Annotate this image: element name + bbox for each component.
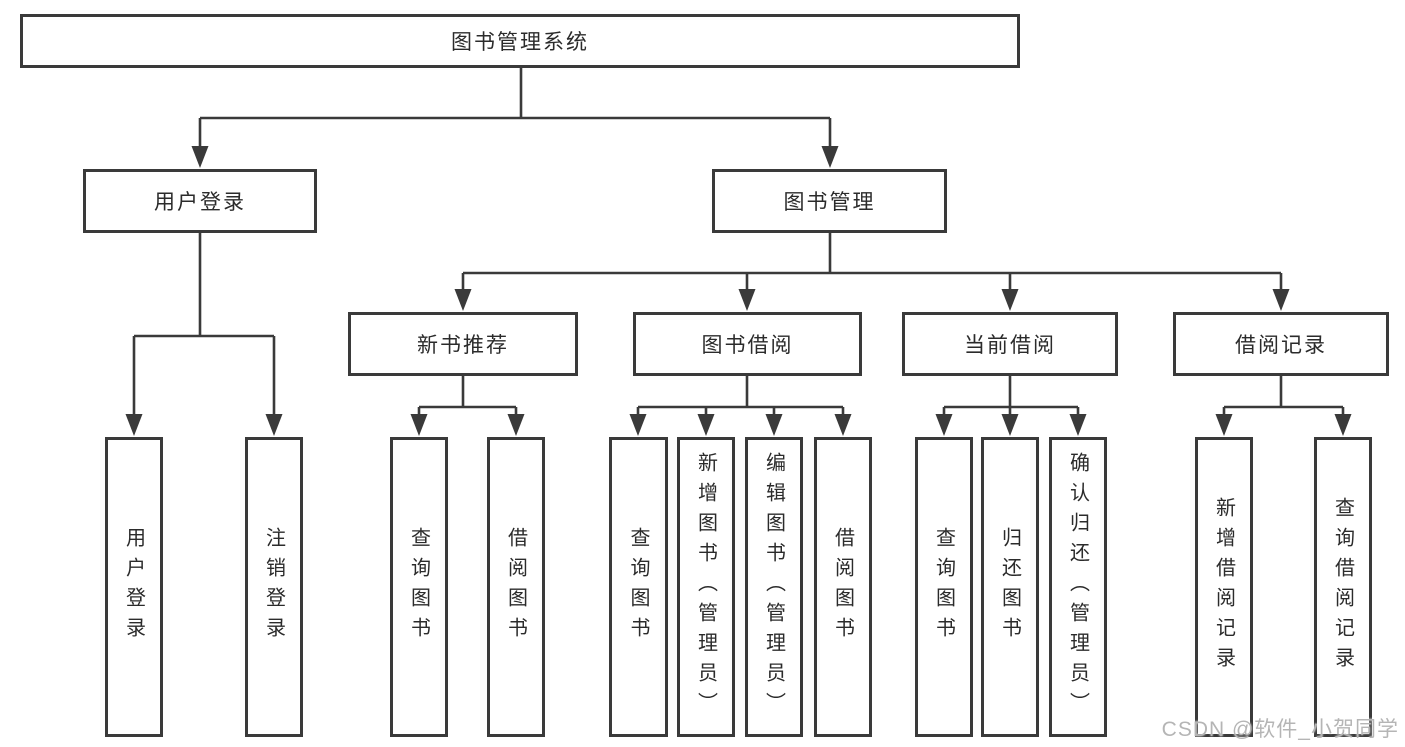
leaf-confirm-return-admin: 确认归还（管理员） [1049,437,1107,737]
node-new-book-recommendation: 新书推荐 [348,312,578,376]
leaf-return-books-label: 归还图书 [998,527,1021,647]
leaf-query-books-recommend: 查询图书 [390,437,448,737]
leaf-confirm-return-admin-label: 确认归还（管理员） [1066,452,1089,722]
node-current-borrowing: 当前借阅 [902,312,1118,376]
node-user-login-label: 用户登录 [154,191,246,214]
leaf-logout: 注销登录 [245,437,303,737]
leaf-query-books-borrowing-label: 查询图书 [627,527,649,647]
node-book-borrowing-label: 图书借阅 [701,334,794,357]
watermark: CSDN @软件_小贺同学 [1161,718,1399,741]
node-library-system-label: 图书管理系统 [451,31,589,54]
node-new-book-recommendation-label: 新书推荐 [417,334,509,357]
node-current-borrowing-label: 当前借阅 [964,334,1056,357]
leaf-add-borrow-record-label: 新增借阅记录 [1212,497,1235,677]
node-borrowing-records: 借阅记录 [1173,312,1389,376]
leaf-return-books: 归还图书 [981,437,1039,737]
leaf-query-books-borrowing: 查询图书 [609,437,668,737]
leaf-borrow-books-borrowing: 借阅图书 [814,437,872,737]
node-book-management: 图书管理 [712,169,947,233]
leaf-edit-book-admin-label: 编辑图书（管理员） [762,452,785,722]
leaf-query-books-current: 查询图书 [915,437,973,737]
node-book-borrowing: 图书借阅 [633,312,862,376]
leaf-query-books-current-label: 查询图书 [932,527,955,647]
node-user-login: 用户登录 [83,169,317,233]
leaf-add-book-admin-label: 新增图书（管理员） [694,452,717,722]
leaf-user-login-label: 用户登录 [122,527,145,647]
leaf-user-login: 用户登录 [105,437,163,737]
node-book-management-label: 图书管理 [783,191,876,214]
leaf-add-borrow-record: 新增借阅记录 [1195,437,1253,737]
leaf-query-borrow-record: 查询借阅记录 [1314,437,1372,737]
leaf-add-book-admin: 新增图书（管理员） [677,437,735,737]
node-borrowing-records-label: 借阅记录 [1235,334,1327,357]
leaf-query-borrow-record-label: 查询借阅记录 [1331,497,1354,677]
leaf-logout-label: 注销登录 [262,527,285,647]
leaf-borrow-books-recommend-label: 借阅图书 [504,527,527,647]
leaf-borrow-books-borrowing-label: 借阅图书 [831,527,854,647]
leaf-edit-book-admin: 编辑图书（管理员） [745,437,803,737]
leaf-borrow-books-recommend: 借阅图书 [487,437,545,737]
node-library-system: 图书管理系统 [20,14,1020,68]
leaf-query-books-recommend-label: 查询图书 [407,527,430,647]
